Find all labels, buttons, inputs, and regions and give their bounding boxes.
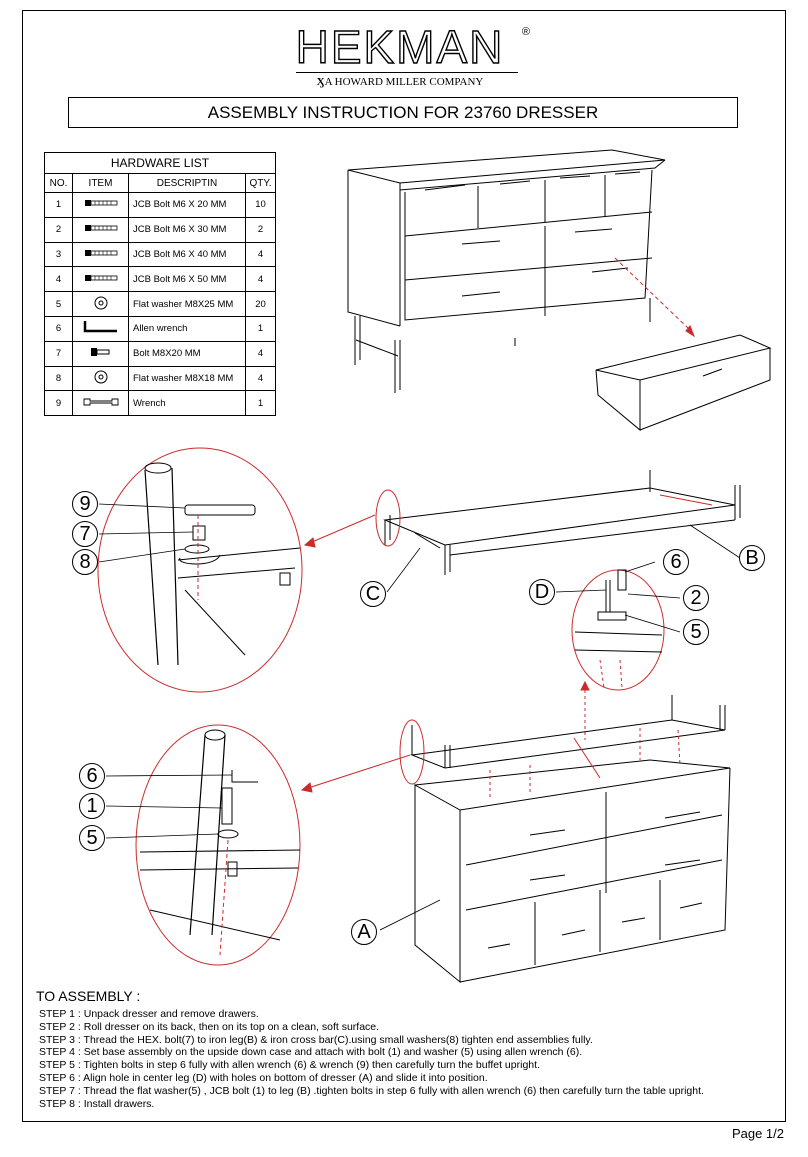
- hardware-list-caption: HARDWARE LIST: [44, 152, 276, 173]
- hardware-description: JCB Bolt M6 X 20 MM: [128, 192, 246, 218]
- steps-heading: TO ASSEMBLY :: [36, 988, 141, 1004]
- step-1: STEP 1 : Unpack dresser and remove drawe…: [39, 1008, 259, 1020]
- hex-bolt-icon: [72, 340, 129, 367]
- page-number: Page 1/2: [731, 1126, 784, 1141]
- step-3: STEP 3 : Thread the HEX. bolt(7) to iron…: [39, 1033, 593, 1046]
- hardware-qty: 4: [245, 266, 276, 293]
- callout-c6b: 6: [79, 763, 105, 789]
- bolt-icon: [72, 192, 129, 218]
- dresser-case-with-frame: [410, 695, 731, 984]
- callout-c5b: 5: [79, 825, 105, 851]
- step-8: STEP 8 : Install drawers.: [39, 1097, 155, 1110]
- callout-c7: 7: [72, 521, 98, 547]
- detail-circle-leg-top: [135, 724, 301, 966]
- hardware-description: Allen wrench: [128, 315, 246, 342]
- wrench-icon: [72, 390, 129, 417]
- hardware-qty: 4: [245, 340, 276, 367]
- hardware-no: 7: [44, 340, 73, 367]
- detail-circle-leg-crossbar: [97, 447, 303, 693]
- detail-circle-center-leg: [571, 569, 665, 691]
- hardware-description: Wrench: [128, 390, 246, 417]
- bolt-icon: [72, 241, 129, 268]
- step-2: STEP 2 : Roll dresser on its back, then …: [39, 1020, 380, 1033]
- hardware-no: 4: [44, 266, 73, 293]
- registered-mark: ®: [521, 26, 530, 38]
- base-frame: [383, 470, 741, 575]
- step-7: STEP 7 : Thread the flat washer(5) , JCB…: [39, 1084, 704, 1097]
- hardware-qty: 4: [245, 241, 276, 268]
- dresser-front-view: [347, 149, 666, 393]
- step-4: STEP 4 : Set base assembly on the upside…: [39, 1046, 583, 1059]
- brand-rule: [296, 72, 518, 73]
- callout-cA: A: [351, 919, 377, 945]
- callout-c2: 2: [683, 585, 709, 611]
- hardware-qty: 4: [245, 365, 276, 392]
- hardware-description: JCB Bolt M6 X 50 MM: [128, 266, 246, 293]
- hardware-description: JCB Bolt M6 X 30 MM: [128, 216, 246, 243]
- brand-logo: HEKMAN ® ӼA HOWARD MILLER COMPANY: [260, 21, 540, 88]
- callout-c5a: 5: [683, 619, 709, 645]
- callout-cD: D: [529, 579, 555, 605]
- document-title: ASSEMBLY INSTRUCTION FOR 23760 DRESSER: [68, 97, 738, 128]
- hardware-list-table: HARDWARE LIST NO. ITEM DESCRIPTIN QTY. 1…: [44, 152, 276, 417]
- header-no: NO.: [44, 173, 73, 193]
- hardware-no: 2: [44, 216, 73, 243]
- brand-subtitle: ӼA HOWARD MILLER COMPANY: [316, 76, 484, 88]
- hardware-no: 8: [44, 365, 73, 392]
- hardware-qty: 1: [245, 390, 276, 417]
- header-description: DESCRIPTIN: [128, 173, 246, 193]
- hardware-description: JCB Bolt M6 X 40 MM: [128, 241, 246, 268]
- callout-c9: 9: [72, 491, 98, 517]
- hardware-qty: 10: [245, 192, 276, 218]
- header-qty: QTY.: [245, 173, 276, 193]
- callout-c8: 8: [72, 549, 98, 575]
- callout-cC: C: [360, 581, 386, 607]
- callout-cB: B: [739, 545, 765, 571]
- step-6: STEP 6 : Align hole in center leg (D) wi…: [39, 1071, 488, 1084]
- assembly-steps: TO ASSEMBLY : STEP 1 : Unpack dresser an…: [36, 988, 786, 1110]
- brand-name: HEKMAN: [295, 21, 505, 73]
- callout-c6a: 6: [663, 549, 689, 575]
- step-5: STEP 5 : Tighten bolts in step 6 fully w…: [39, 1059, 540, 1072]
- callout-c1: 1: [79, 793, 105, 819]
- drawer: [595, 334, 772, 432]
- hardware-header-row: NO. ITEM DESCRIPTIN QTY.: [44, 173, 276, 193]
- page-frame: [22, 10, 786, 1122]
- hardware-no: 9: [44, 390, 73, 417]
